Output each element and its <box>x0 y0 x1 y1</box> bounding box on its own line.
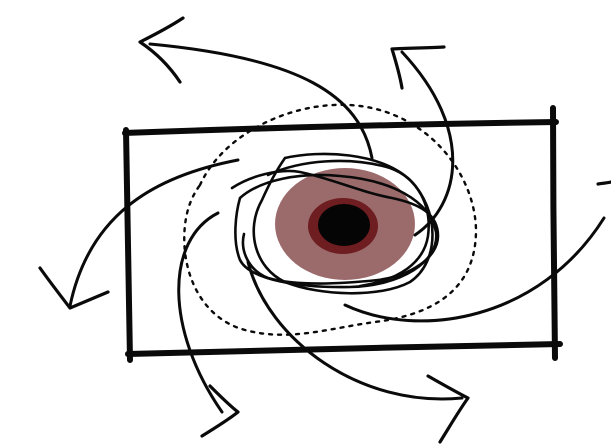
swirl-arrow-bottom-left <box>179 213 222 412</box>
arrowhead-bottom-right <box>428 376 468 442</box>
frame-top-edge <box>125 122 556 133</box>
swirl-arrow-left <box>70 160 238 306</box>
frame-bottom-edge <box>128 344 560 354</box>
frame-right-edge <box>553 108 555 358</box>
arrowhead-top-left <box>140 18 183 82</box>
core-spot <box>318 204 370 246</box>
arrowhead-right <box>598 182 611 184</box>
frame-left-edge <box>126 130 130 360</box>
swirl-arrow-top-left <box>150 44 372 158</box>
arrowhead-top-right <box>392 47 444 88</box>
